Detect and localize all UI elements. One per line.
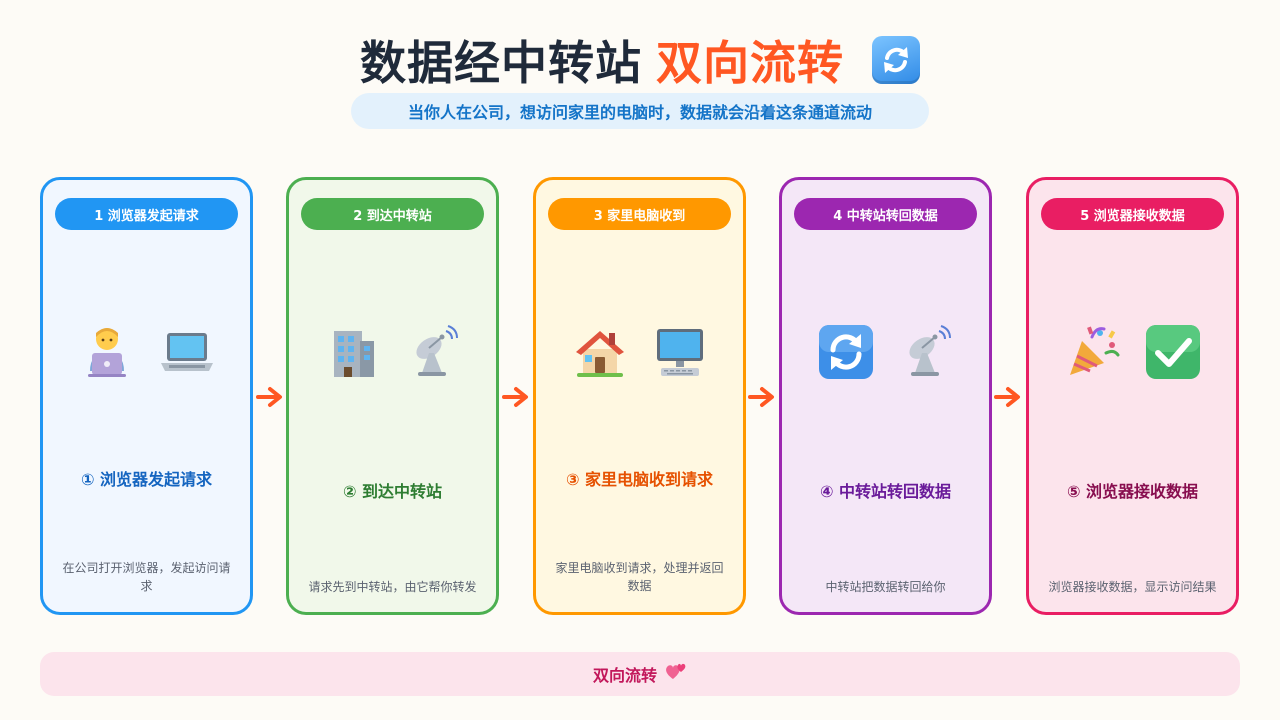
step-icons [782,322,989,382]
step-title: ④ 中转站转回数据 [819,482,952,501]
step-icons [43,322,250,382]
page-title: 数据经中转站 [360,36,642,90]
footer-label: 双向流转 [592,666,657,685]
desktop-computer-icon [651,323,709,381]
step-title: ② 到达中转站 [342,482,443,501]
footer-banner: 双向流转 [40,652,1240,696]
office-worker-icon [78,323,136,381]
subtitle-banner: 当你人在公司，想访问家里的电脑时，数据就会沿着这条通道流动 [351,93,929,129]
arrow-right-icon [502,387,528,407]
arrow-right-icon [994,387,1020,407]
refresh-arrows-icon [872,36,920,84]
step-badge: 5 浏览器接收数据 [1041,198,1224,230]
step-description: 浏览器接收数据，显示访问结果 [1048,580,1217,594]
satellite-antenna-icon [897,323,955,381]
step-card-4: 4 中转站转回数据 ④ 中转站转回数据 中转站把数 [779,177,992,615]
step-title: ③ 家里电脑收到请求 [565,470,714,489]
step-card-5: 5 浏览器接收数据 ⑤ 浏览器接收数据 浏览器接收数据，显示访问结果 [1026,177,1239,615]
two-hearts-icon [665,662,687,686]
step-description: 在公司打开浏览器，发起访问请求 [62,561,231,593]
party-popper-icon [1064,323,1122,381]
house-icon [571,323,629,381]
laptop-icon [158,323,216,381]
satellite-antenna-icon [404,323,462,381]
office-building-icon [324,323,382,381]
step-card-1: 1 浏览器发起请求 ① 浏览器发起请求 在公司打开浏览器，发起访问请求 [40,177,253,615]
step-description: 请求先到中转站，由它帮你转发 [308,580,477,594]
step-card-3: 3 家里电脑收到 [533,177,746,615]
step-icons [1029,322,1236,382]
step-description: 家里电脑收到请求，处理并返回数据 [555,561,724,593]
page-title-accent: 双向流转 [656,36,844,90]
arrow-right-icon [748,387,774,407]
check-mark-icon [1144,323,1202,381]
step-badge: 3 家里电脑收到 [548,198,731,230]
step-title: ⑤ 浏览器接收数据 [1066,482,1199,501]
step-badge: 2 到达中转站 [301,198,484,230]
arrow-right-icon [256,387,282,407]
refresh-arrows-icon [817,323,875,381]
step-description: 中转站把数据转回给你 [825,580,946,594]
step-badge: 1 浏览器发起请求 [55,198,238,230]
step-icons [289,322,496,382]
title-row: 数据经中转站 双向流转 [0,28,1280,92]
step-card-2: 2 到达中转站 [286,177,499,615]
step-badge: 4 中转站转回数据 [794,198,977,230]
step-title: ① 浏览器发起请求 [80,470,213,489]
step-icons [536,322,743,382]
